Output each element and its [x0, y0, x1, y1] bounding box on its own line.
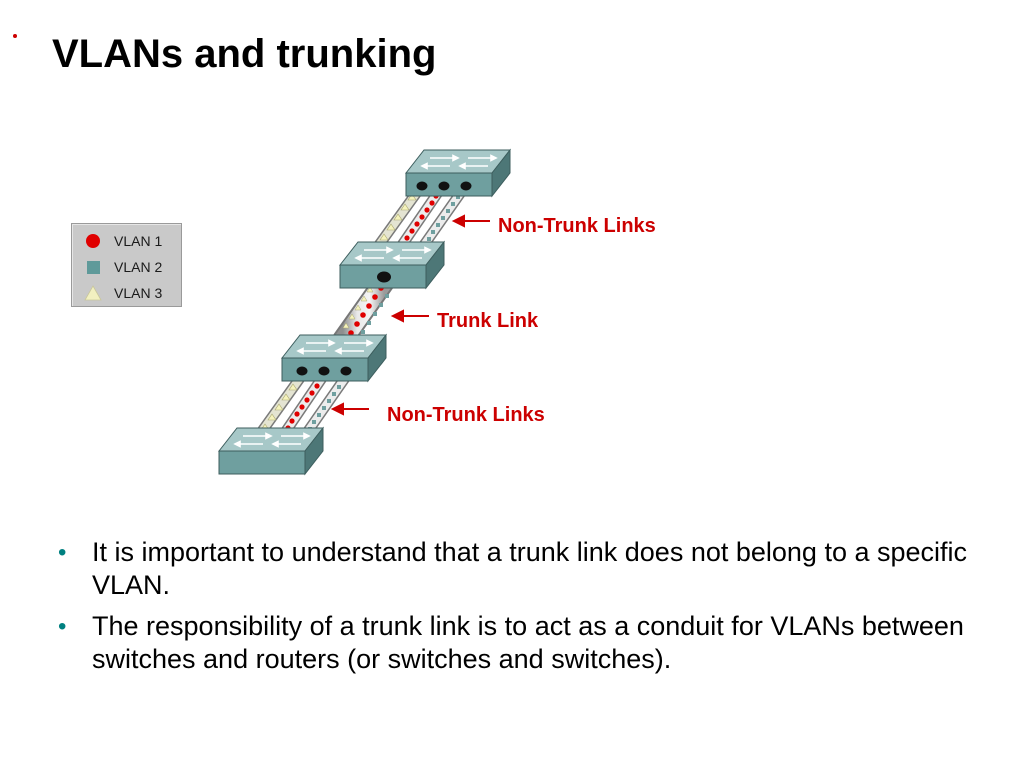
switch-3	[280, 333, 388, 383]
vlan3-triangle-markers	[379, 193, 417, 241]
bullet-text-1: It is important to understand that a tru…	[92, 537, 968, 600]
bottom-link-vlan3	[254, 372, 306, 440]
trunk-vlan3-markers	[342, 286, 374, 329]
switch-2	[338, 240, 446, 290]
switch-2-ports	[377, 271, 391, 283]
switch-1-ports	[416, 181, 472, 191]
legend-label-vlan2: VLAN 2	[114, 259, 163, 275]
switch-1	[404, 148, 512, 198]
legend-item-vlan3: VLAN 3	[84, 282, 162, 304]
callout-arrows	[330, 214, 490, 416]
bullet-item-2: • The responsibility of a trunk link is …	[58, 610, 978, 676]
switch-3-arrows-icon	[296, 339, 374, 355]
trunk-link	[332, 271, 395, 351]
bullet-text-2: The responsibility of a trunk link is to…	[92, 611, 964, 674]
legend-item-vlan1: VLAN 1	[84, 230, 162, 252]
red-circle-icon	[84, 232, 102, 250]
legend-label-vlan1: VLAN 1	[114, 233, 163, 249]
bottom-non-trunk-arrow-icon	[330, 402, 369, 416]
switch-3-ports	[296, 366, 352, 376]
vlan-legend: VLAN 1 VLAN 2 VLAN 3	[71, 223, 182, 307]
teal-square-icon	[84, 258, 102, 276]
slide-title: VLANs and trunking	[52, 32, 437, 76]
top-link-vlan2	[418, 182, 470, 251]
bullet-list: • It is important to understand that a t…	[58, 536, 978, 684]
legend-label-vlan3: VLAN 3	[114, 285, 163, 301]
trunk-vlan2-markers	[361, 294, 389, 334]
trunk-link-label: Trunk Link	[437, 310, 539, 332]
switch-4	[217, 426, 325, 476]
trunk-arrow-icon	[390, 309, 429, 323]
legend-item-vlan2: VLAN 2	[84, 256, 162, 278]
bottom-vlan1-circle-markers	[285, 383, 320, 431]
bottom-non-trunk-label: Non-Trunk Links	[387, 404, 545, 426]
bottom-non-trunk-links	[254, 372, 351, 440]
switch-2-arrows-icon	[354, 246, 432, 262]
corner-bullet-dot	[13, 34, 17, 38]
bottom-vlan3-triangle-markers	[260, 383, 298, 431]
bullet-item-1: • It is important to understand that a t…	[58, 536, 978, 602]
top-non-trunk-arrow-icon	[451, 214, 490, 228]
bullet-dot-icon: •	[58, 539, 67, 566]
yellow-triangle-icon	[84, 284, 102, 302]
trunk-vlan1-markers	[348, 285, 384, 336]
vlan2-square-markers	[427, 195, 460, 241]
switch-1-arrows-icon	[420, 154, 498, 170]
bottom-link-vlan1	[278, 372, 328, 440]
bullet-dot-icon: •	[58, 613, 67, 640]
switch-4-arrows-icon	[233, 432, 311, 448]
top-non-trunk-links	[373, 182, 470, 251]
top-link-vlan3	[373, 182, 426, 251]
vlan-trunk-diagram	[217, 148, 512, 476]
top-non-trunk-label: Non-Trunk Links	[498, 215, 656, 237]
